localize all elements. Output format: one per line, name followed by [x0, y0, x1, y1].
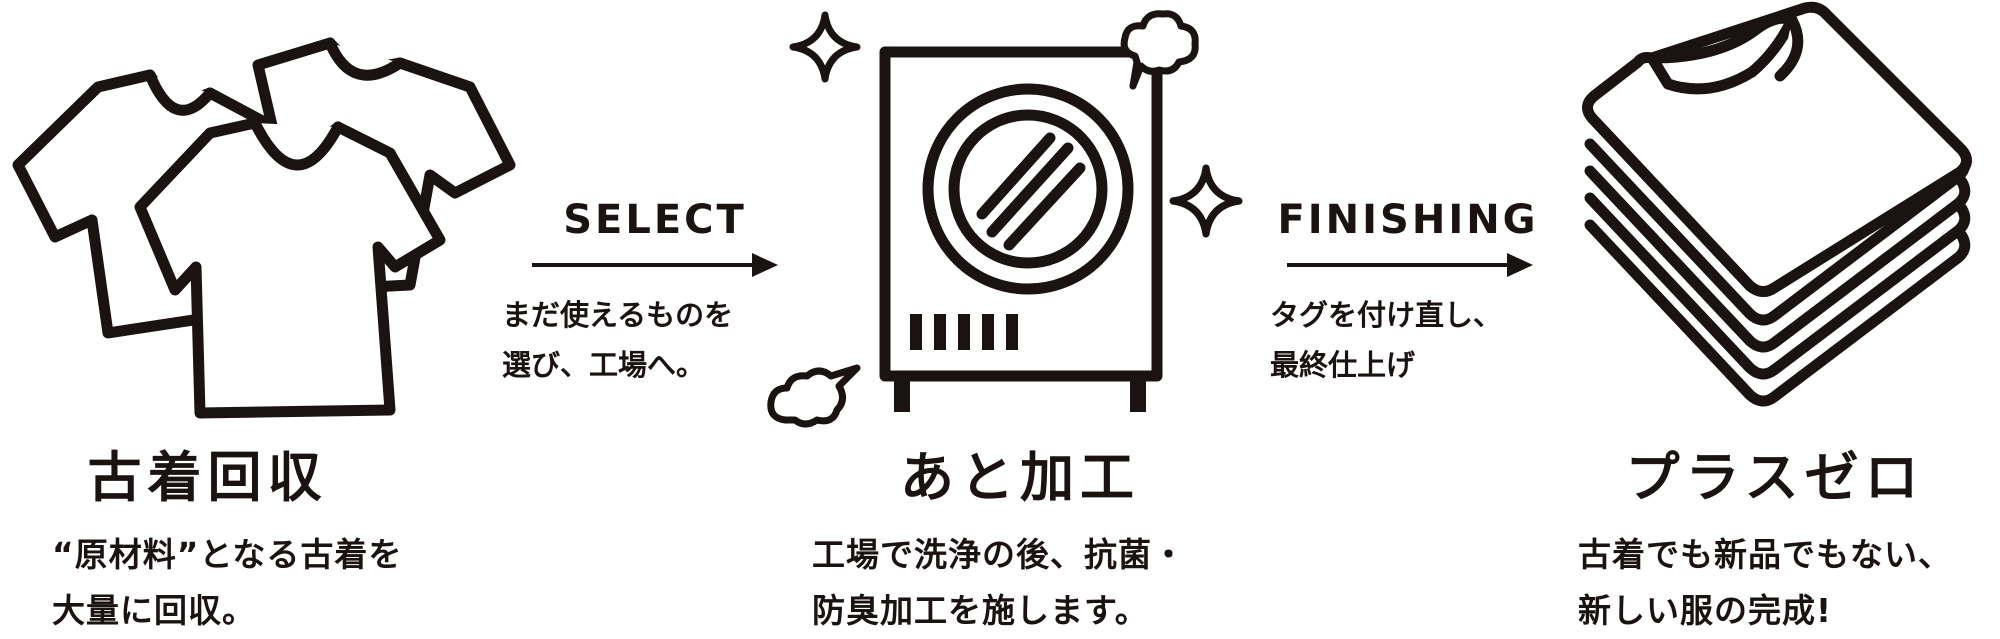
desc-line: 古着でも新品でもない、: [1578, 535, 1952, 574]
desc-line: 防臭加工を施します。: [812, 591, 1149, 630]
steam-cloud-icon: [767, 364, 861, 428]
step-desc-processing: 工場で洗浄の後、抗菌・ 防臭加工を施します。: [812, 527, 1186, 639]
desc-line: 大量に回収。: [52, 591, 256, 630]
arrow-note-select: まだ使えるものを 選び、工場へ。: [502, 290, 733, 390]
step-title-processing: あと加工: [900, 446, 1140, 509]
arrow-label-select: SELECT: [563, 197, 747, 243]
sparkle-icon: [1169, 164, 1243, 238]
sparkle-icon: [789, 11, 861, 83]
arrow-right-icon: [1287, 253, 1533, 277]
note-line: 最終仕上げ: [1270, 348, 1416, 382]
arrow-note-finishing: タグを付け直し、 最終仕上げ: [1270, 290, 1502, 390]
step-desc-plus-zero: 古着でも新品でもない、 新しい服の完成!: [1578, 527, 1952, 639]
step-title-collection: 古着回収: [87, 446, 328, 509]
desc-line: “原材料”となる古着を: [52, 535, 403, 574]
steam-cloud-icon: [1120, 10, 1199, 90]
arrow-label-finishing: FINISHING: [1277, 197, 1539, 243]
desc-line: 工場で洗浄の後、抗菌・: [812, 535, 1186, 574]
desc-line: 新しい服の完成!: [1578, 591, 1833, 630]
step-title-plus-zero: プラスゼロ: [1625, 446, 1925, 509]
t-shirts-icon: [12, 37, 516, 419]
note-line: まだ使えるものを: [502, 298, 734, 332]
folded-shirts-stack-icon: [1582, 1, 1972, 407]
step-desc-collection: “原材料”となる古着を 大量に回収。: [52, 527, 402, 639]
washing-machine-icon: [879, 46, 1163, 412]
arrow-right-icon: [532, 253, 778, 277]
note-line: 選び、工場へ。: [502, 348, 706, 382]
note-line: タグを付け直し、: [1270, 298, 1503, 332]
